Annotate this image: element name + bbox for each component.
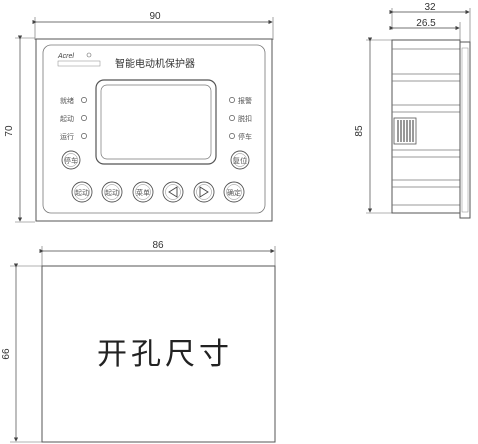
menu-button[interactable]: 菜单 <box>132 181 154 203</box>
led-alarm-icon <box>229 97 235 103</box>
start-button-1[interactable]: 起动 <box>71 181 93 203</box>
front-height-label: 70 <box>4 125 15 137</box>
led-start-icon <box>81 115 87 121</box>
indicator-label-run: 运行 <box>60 132 74 141</box>
reset-button[interactable]: 复位 <box>230 150 250 170</box>
indicator-label-stop: 停车 <box>238 132 252 141</box>
side-connector <box>393 117 417 145</box>
panel-title: 智能电动机保护器 <box>115 57 195 70</box>
menu-button-label: 菜单 <box>136 188 150 197</box>
indicator-label-ready: 就绪 <box>60 96 74 105</box>
cutout-rectangle <box>41 265 276 443</box>
cutout-height-label: 66 <box>1 348 12 360</box>
reset-button-label: 复位 <box>233 156 247 165</box>
stop-button-label: 停车 <box>64 156 78 165</box>
lcd-screen <box>100 84 212 160</box>
start-button-1-label: 起动 <box>75 188 89 197</box>
led-ready-icon <box>81 97 87 103</box>
brand-mark-icon <box>86 52 92 58</box>
led-trip-icon <box>229 115 235 121</box>
indicator-label-trip: 脱扣 <box>238 114 252 123</box>
led-run-icon <box>81 133 87 139</box>
stop-button[interactable]: 停车 <box>61 150 81 170</box>
front-width-label: 90 <box>149 11 161 22</box>
start-button-2-label: 起动 <box>105 188 119 197</box>
side-total-depth-label: 32 <box>424 2 436 13</box>
side-height-label: 85 <box>354 125 365 137</box>
cutout-size-label: 开孔尺寸 <box>97 337 233 372</box>
side-front-flange <box>459 41 471 219</box>
brand-logo-text: Acrel <box>57 53 74 60</box>
cutout-width-label: 86 <box>152 240 164 251</box>
indicator-label-start: 起动 <box>60 114 74 123</box>
front-view: 90 70 Acrel 智能电动机保护器 就绪 起动 运行 报警 脱扣 停车 <box>4 11 274 223</box>
cutout-view: 86 66 开孔尺寸 <box>1 240 276 443</box>
start-button-2[interactable]: 起动 <box>101 181 123 203</box>
confirm-button[interactable]: 确定 <box>223 181 245 203</box>
right-arrow-button[interactable] <box>193 181 215 203</box>
indicator-label-alarm: 报警 <box>238 96 252 105</box>
left-arrow-button[interactable] <box>162 181 184 203</box>
led-stop-icon <box>229 133 235 139</box>
brand-underline-bar <box>57 60 101 67</box>
right-arrow-icon <box>199 186 209 198</box>
left-arrow-icon <box>168 186 178 198</box>
confirm-button-label: 确定 <box>227 188 241 197</box>
side-depth-label: 26.5 <box>416 18 436 29</box>
side-view: 32 26.5 85 <box>354 2 471 219</box>
